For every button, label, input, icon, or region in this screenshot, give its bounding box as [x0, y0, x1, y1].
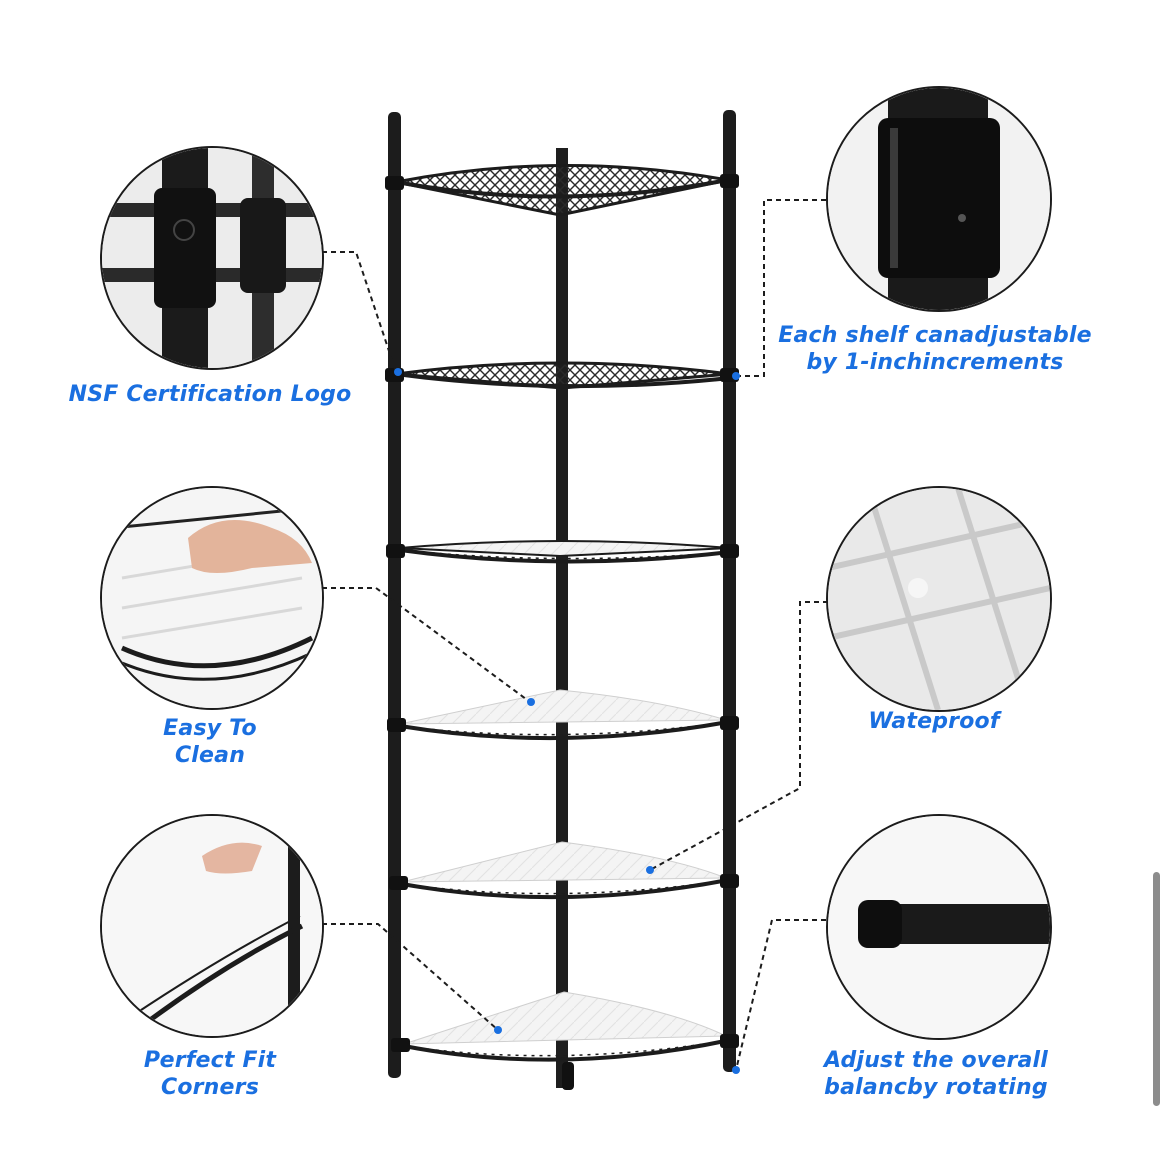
- shelf-6: [403, 991, 731, 1062]
- adjustable-foot-icon: [828, 816, 1050, 1038]
- scrollbar-thumb[interactable]: [1153, 872, 1160, 1106]
- corners-label: Perfect Fit Corners: [110, 1047, 310, 1101]
- corner-fit-icon: [102, 816, 322, 1036]
- balance-label-line1: Adjust the overall: [823, 1048, 1049, 1073]
- clean-label: Easy To Clean: [110, 715, 310, 769]
- corners-label-line2: Corners: [160, 1075, 260, 1100]
- adjustable-label: Each shelf canadjustable by 1-inchincrem…: [770, 322, 1100, 376]
- waterproof-closeup: [826, 486, 1052, 712]
- corners-closeup: [100, 814, 324, 1038]
- sleeve-icon: [828, 88, 1050, 310]
- clean-label-line1: Easy To: [163, 716, 257, 741]
- shelf-2: [395, 361, 731, 390]
- balance-label-line2: balancby rotating: [824, 1075, 1048, 1100]
- shelf-5: [401, 841, 729, 900]
- shelf-3: [399, 540, 731, 564]
- adjustable-label-line2: by 1-inchincrements: [806, 350, 1064, 375]
- nsf-connector-icon: [102, 148, 322, 368]
- nsf-label: NSF Certification Logo: [68, 382, 352, 407]
- balance-label: Adjust the overall balancby rotating: [800, 1047, 1072, 1101]
- sleeve-closeup: [826, 86, 1052, 312]
- clean-label-line2: Clean: [174, 743, 246, 768]
- waterproof-label: Wateproof: [868, 709, 1000, 734]
- waterproof-liner-icon: [828, 488, 1050, 710]
- shelf-4: [399, 689, 729, 741]
- foot-closeup: [826, 814, 1052, 1040]
- wiping-hand-icon: [102, 488, 322, 708]
- nsf-closeup: [100, 146, 324, 370]
- shelf-1: [395, 163, 729, 217]
- corners-label-line1: Perfect Fit: [143, 1048, 277, 1073]
- adjustable-label-line1: Each shelf canadjustable: [778, 323, 1092, 348]
- clean-closeup: [100, 486, 324, 710]
